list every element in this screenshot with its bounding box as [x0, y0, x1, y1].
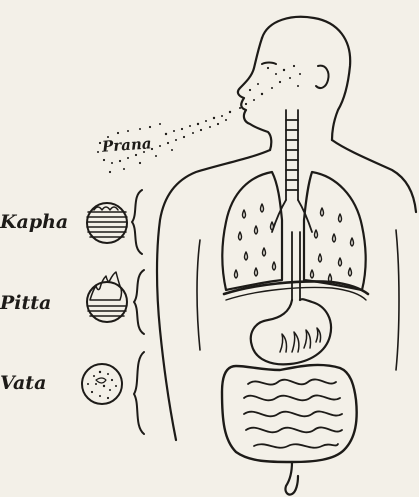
head-outline — [262, 17, 350, 140]
ear — [316, 66, 329, 88]
prana-breath-dots — [97, 65, 301, 173]
kapha-brace — [132, 190, 142, 254]
small-intestine — [244, 379, 342, 447]
rectum — [285, 462, 298, 495]
left-arm-inner — [197, 240, 200, 350]
stomach-fire — [280, 328, 321, 352]
kapha-water-icon — [87, 203, 127, 243]
esophagus — [292, 232, 300, 300]
trachea — [272, 110, 312, 232]
vata-label: Vata — [0, 374, 46, 393]
prana-label: Prana — [102, 136, 152, 154]
vata-air-icon — [82, 364, 122, 404]
pitta-brace — [134, 270, 144, 334]
lung-droplets — [235, 204, 354, 282]
large-intestine — [222, 365, 357, 462]
face-profile — [238, 38, 271, 150]
vata-brace — [134, 352, 144, 434]
kapha-label: Kapha — [0, 213, 68, 232]
pitta-label: Pitta — [0, 294, 51, 313]
pitta-fire-icon — [87, 272, 127, 322]
eye — [262, 63, 276, 65]
right-shoulder — [332, 140, 416, 212]
right-arm-inner — [396, 230, 399, 370]
